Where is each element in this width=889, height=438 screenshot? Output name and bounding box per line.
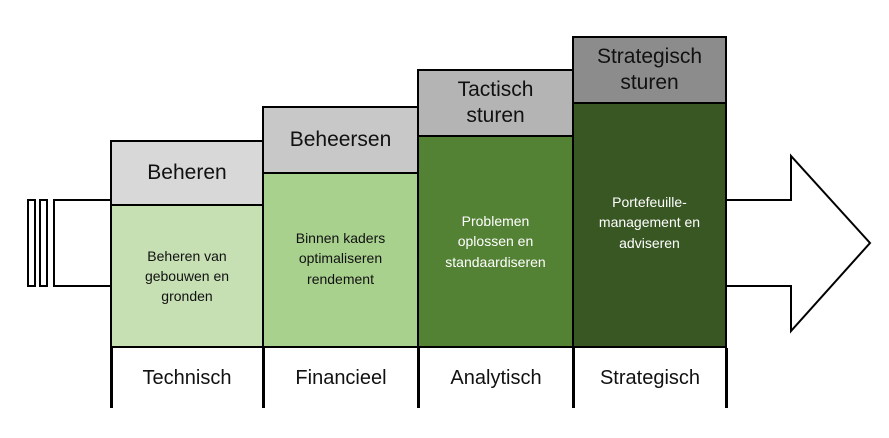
- category-analytisch-label: Analytisch: [450, 366, 542, 389]
- category-strategisch-label: Strategisch: [599, 366, 701, 389]
- divider-5: [725, 348, 728, 408]
- step-4-title: Strategisch sturen: [572, 36, 727, 104]
- category-analytisch: Analytisch: [419, 348, 573, 408]
- step-1-title: Beheren: [110, 140, 264, 206]
- divider-4: [572, 348, 575, 408]
- step-4-body-text: Portefeuille-management en adviseren: [598, 194, 701, 251]
- divider-3: [417, 348, 420, 408]
- step-1-body-text: Beheren van gebouwen en gronden: [144, 247, 230, 305]
- step-2-title: Beheersen: [262, 106, 419, 174]
- step-1-body: Beheren van gebouwen en gronden: [110, 204, 264, 348]
- step-2-title-text: Beheersen: [289, 127, 392, 151]
- step-3-body-text: Problemen oplossen en standaardiseren: [445, 213, 546, 270]
- step-2-body: Binnen kaders optimaliseren rendement: [262, 172, 419, 348]
- category-technisch: Technisch: [111, 348, 263, 408]
- divider-1: [110, 348, 113, 408]
- category-financieel-label: Financieel: [295, 366, 387, 389]
- step-4-title-text: Strategisch sturen: [596, 44, 703, 94]
- step-3-title-text: Tactisch sturen: [457, 77, 534, 127]
- category-strategisch: Strategisch: [574, 348, 726, 408]
- step-4-body: Portefeuille-management en adviseren: [572, 102, 727, 348]
- step-3-body: Problemen oplossen en standaardiseren: [417, 135, 574, 348]
- step-3-title: Tactisch sturen: [417, 69, 574, 137]
- step-1-title-text: Beheren: [147, 160, 227, 184]
- category-financieel: Financieel: [264, 348, 418, 408]
- step-2-body-text: Binnen kaders optimaliseren rendement: [295, 230, 386, 287]
- category-technisch-label: Technisch: [142, 366, 232, 389]
- divider-2: [262, 348, 265, 408]
